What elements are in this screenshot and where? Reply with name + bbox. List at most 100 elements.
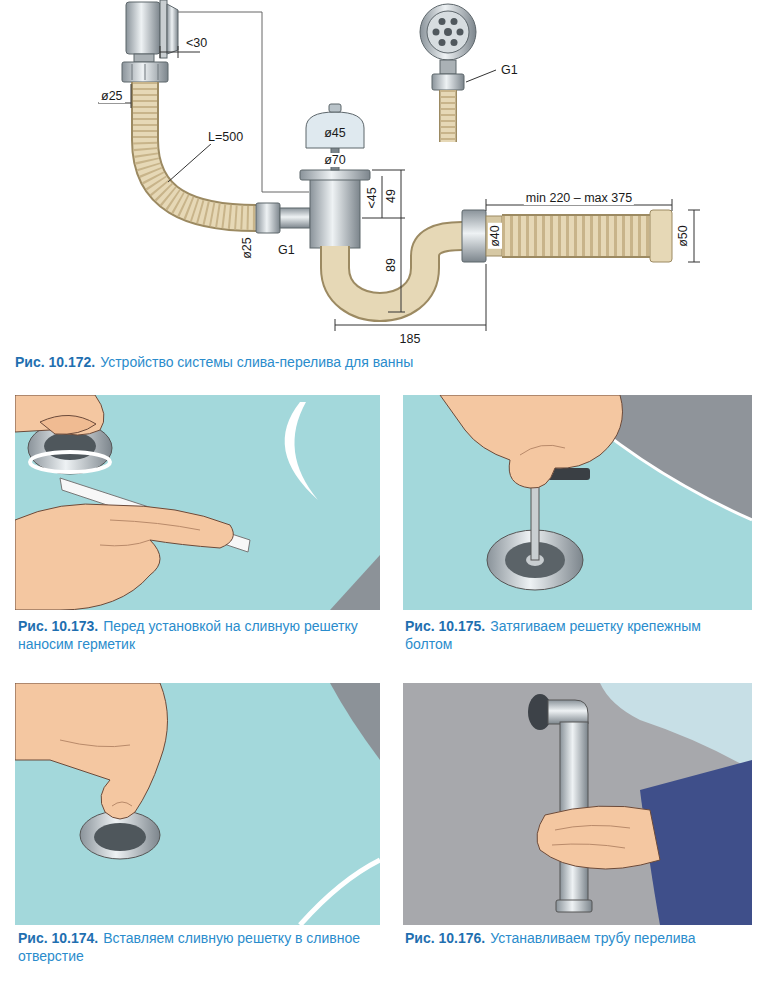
figure-caption: Рис. 10.175.Затягиваем решетку крепежным… (405, 617, 750, 653)
label-anchor: ø50 (673, 223, 691, 249)
label-anchor: ø45 (322, 123, 348, 141)
corrugated-hose (145, 82, 256, 218)
dimension-label: ø45 (322, 126, 348, 140)
dimension-lines (131, 84, 132, 108)
outlet-hose (462, 210, 672, 262)
dimension-lines (372, 170, 405, 171)
step-panel (15, 683, 168, 819)
step-panel (112, 802, 132, 806)
caption-text: Устройство системы слива-перелива для ва… (100, 354, 413, 370)
label-anchor: ø25 (237, 235, 255, 261)
step-panel (44, 432, 96, 460)
label-anchor: L=500 (206, 127, 245, 145)
label-anchor: G1 (276, 240, 297, 258)
grate-view (451, 39, 458, 46)
grate-view (420, 4, 476, 60)
grate-view (420, 4, 476, 142)
drain-body (300, 170, 370, 180)
dimension-lines (672, 199, 673, 211)
dimension-lines (168, 143, 212, 182)
grate-view (444, 28, 452, 36)
overflow-fitting (158, 64, 159, 80)
outlet-hose (502, 216, 650, 256)
label-anchor: min 220 – max 375 (524, 188, 634, 206)
corrugated-hose (145, 82, 256, 218)
dimension-label: ø70 (322, 153, 348, 167)
grate-view (441, 90, 456, 142)
grate-view (451, 18, 458, 25)
dimension-label: <30 (184, 36, 209, 50)
step-panel (300, 860, 380, 925)
dimension-lines (688, 262, 700, 263)
dimension-label: <45 (365, 185, 379, 210)
corrugated-hose (145, 82, 256, 218)
label-anchor: G1 (499, 60, 520, 78)
outlet-hose (486, 216, 502, 256)
overflow-fitting (160, 0, 167, 58)
trap (335, 236, 462, 307)
dimension-lines (694, 210, 695, 262)
step-panel (15, 504, 233, 610)
dimension-lines (362, 218, 405, 219)
figure-number: Рис. 10.174. (18, 930, 98, 946)
step-panel (537, 806, 660, 869)
step-panel (403, 683, 752, 925)
label-anchor: ø70 (322, 150, 348, 168)
outlet-hose (502, 214, 650, 258)
dimension-lines (486, 264, 487, 331)
step-panel (330, 555, 380, 610)
drain-body (280, 208, 310, 228)
step-panel (15, 683, 380, 925)
dimension-lines (178, 12, 309, 192)
drain-body (256, 203, 280, 233)
step-panel (15, 683, 380, 925)
dimension-lines (486, 199, 487, 211)
caption-text: Устанавливаем трубу перелива (490, 930, 695, 946)
figure-number: Рис. 10.175. (405, 618, 485, 634)
step-panel (556, 900, 592, 912)
label-anchor: 89 (381, 256, 399, 274)
label-anchor: <45 (362, 185, 380, 210)
dimension-label: ø25 (99, 89, 125, 103)
dimension-label: ø50 (676, 223, 690, 249)
dimension-lines (160, 46, 161, 58)
overflow-fitting (122, 62, 168, 82)
figure-number: Рис. 10.172. (15, 354, 95, 370)
label-anchor: ø25 (99, 86, 125, 104)
overflow-fitting (134, 54, 154, 62)
dimension-lines (401, 218, 402, 312)
label-anchor: ø40 (485, 223, 503, 249)
step-panel (440, 395, 623, 488)
step-panel (100, 540, 150, 546)
trap (335, 236, 462, 307)
drain-body (310, 178, 360, 248)
label-anchor: 185 (398, 329, 423, 347)
dimension-lines (178, 46, 179, 58)
dimension-lines (160, 52, 200, 53)
drain-body (306, 112, 364, 148)
step-panel (30, 452, 110, 472)
dimension-lines (401, 170, 402, 218)
step-panel (403, 395, 752, 610)
figure-caption: Рис. 10.173.Перед установкой на сливную … (18, 617, 378, 653)
trap (335, 236, 462, 307)
step-panel (600, 683, 752, 770)
step-panel (330, 683, 380, 760)
grate-view (439, 18, 446, 25)
outlet-hose (650, 210, 672, 262)
grate-view (457, 29, 464, 36)
label-anchor: <30 (184, 33, 209, 51)
corrugated-hose (145, 82, 256, 218)
figure-caption: Рис. 10.174.Вставляем сливную решетку в … (18, 929, 378, 965)
dimension-label: ø25 (240, 235, 254, 261)
grate-view (439, 90, 457, 142)
overflow-fitting (132, 64, 133, 80)
step-panel (15, 395, 104, 435)
step-panel (403, 683, 752, 925)
step-panel (548, 700, 588, 724)
step-panel (15, 395, 380, 610)
step-panel (15, 395, 380, 610)
step-panel (40, 415, 96, 434)
dimension-label: G1 (276, 243, 297, 257)
